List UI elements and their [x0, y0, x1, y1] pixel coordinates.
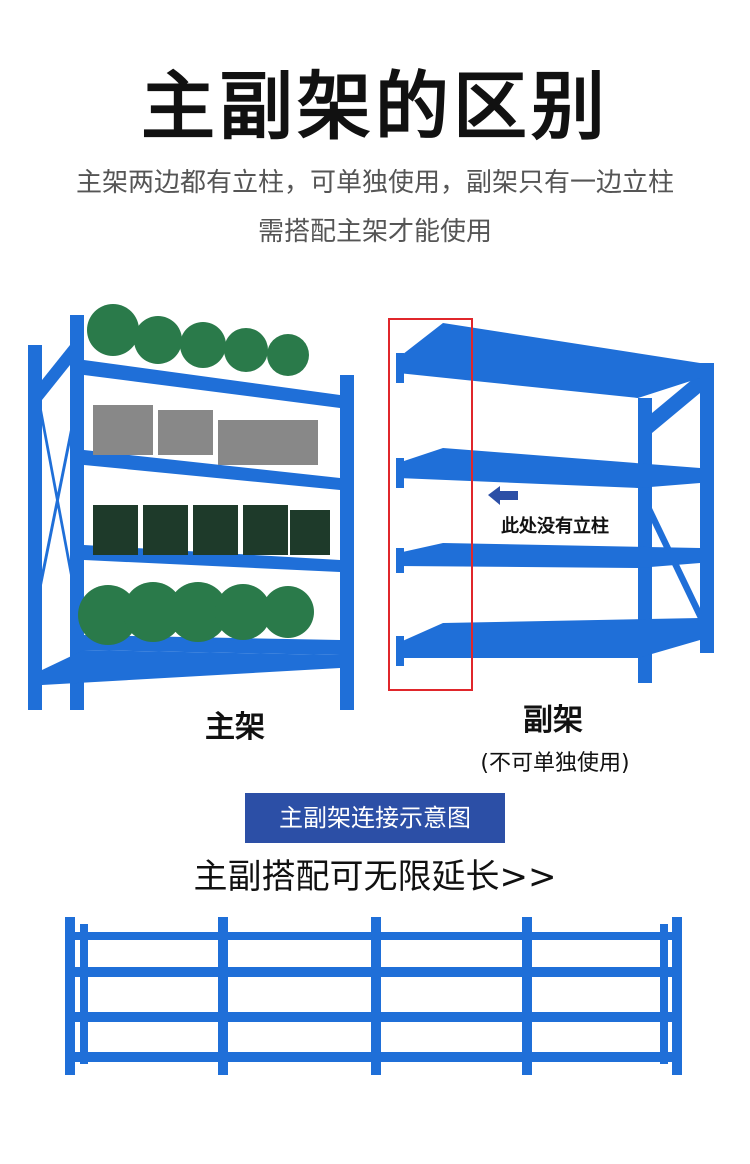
- no-post-callout: 此处没有立柱: [501, 516, 609, 537]
- subtitle-line-1: 主架两边都有立柱，可单独使用，副架只有一边立柱: [75, 168, 674, 198]
- connected-racks-image: [65, 917, 682, 1075]
- connection-badge: 主副架连接示意图: [245, 793, 505, 843]
- sub-rack-image: [388, 318, 714, 691]
- extension-tagline: 主副搭配可无限延长>>: [193, 857, 557, 897]
- sub-rack-label: 副架: [523, 703, 583, 738]
- page-title: 主副架的区别: [141, 64, 609, 150]
- sub-rack-note: (不可单独使用): [480, 751, 630, 776]
- main-rack-label: 主架: [205, 710, 265, 745]
- no-post-highlight-box: [388, 318, 473, 691]
- main-rack-image: [28, 304, 354, 710]
- subtitle-line-2: 需搭配主架才能使用: [257, 217, 492, 247]
- left-arrow-icon: [488, 486, 518, 505]
